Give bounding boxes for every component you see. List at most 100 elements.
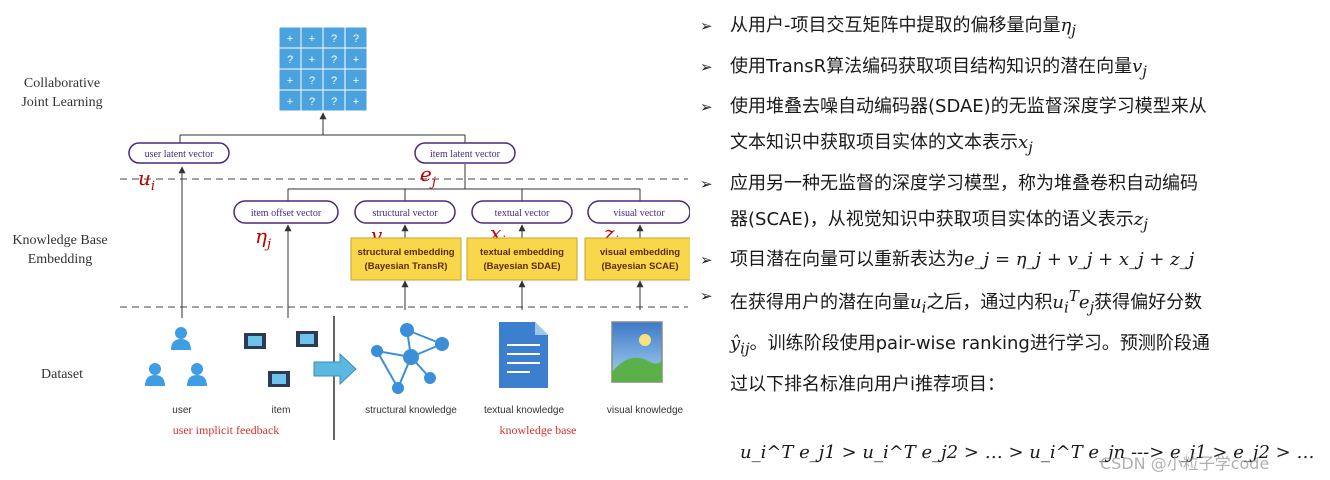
bullet-text: 从用户-项目交互矩阵中提取的偏移量向量 [730, 15, 1061, 36]
bullet-math: xj [1018, 132, 1033, 157]
matrix-cell-symbol: + [309, 54, 315, 66]
matrix-cell-symbol: ? [309, 75, 315, 87]
matrix-cell-symbol: ? [287, 54, 293, 66]
structural-vector: structural vector [354, 200, 456, 224]
math-eta-j: ηj [255, 224, 271, 252]
bullet-arrow-icon: ➢ [700, 287, 713, 306]
document-icon [499, 322, 548, 388]
matrix-cell-symbol: + [287, 96, 293, 108]
structural-vector-label: structural vector [372, 208, 438, 219]
recommendation-framework-diagram: Collaborative Joint Learning Knowledge B… [12, 26, 690, 440]
flow-arrow-icon [313, 352, 357, 386]
bullet-equation: e_j = η_j + v_j + x_j + z_j [964, 249, 1195, 271]
structural-embedding-line2: (Bayesian TransR) [365, 261, 448, 272]
layer-collab-line1: Collaborative [24, 76, 100, 91]
matrix-cell-symbol: + [353, 54, 359, 66]
bullet-arrow-icon: ➢ [700, 251, 713, 270]
textual-embedding-line1: textual embedding [480, 247, 564, 258]
bullet-text: 使用TransR算法编码获取项目结构知识的潜在向量 [730, 55, 1133, 77]
user-caption: user [172, 405, 192, 416]
bullet-arrow-icon: ➢ [700, 57, 713, 76]
watermark: CSDN @小粒子学code [1100, 454, 1270, 473]
bullet-text: 应用另一种无监督的深度学习模型，称为堆叠卷积自动编码 [730, 172, 1198, 194]
math-e-j: ej [420, 162, 436, 190]
film-icon [268, 371, 290, 387]
landscape-image-icon [611, 321, 663, 383]
bullet-visual-representation: ➢ 应用另一种无监督的深度学习模型，称为堆叠卷积自动编码 器(SCAE)，从视觉… [700, 166, 1325, 243]
bullet-arrow-icon: ➢ [700, 174, 713, 193]
item-icon-group [244, 331, 318, 387]
knowledge-base-group-label: knowledge base [500, 423, 577, 437]
top-connectors [178, 112, 644, 318]
matrix-cell-symbol: + [353, 96, 359, 108]
film-icon [244, 333, 266, 349]
layer-collab-line2: Joint Learning [21, 95, 102, 110]
visual-vector: visual vector [587, 200, 690, 224]
bullet-arrow-icon: ➢ [700, 17, 713, 35]
textual-vector: textual vector [471, 200, 573, 224]
bullet-arrow-icon: ➢ [700, 98, 713, 117]
matrix-cell-symbol: ? [331, 75, 337, 87]
item-latent-vector-label: item latent vector [430, 149, 501, 160]
bullet-text: 过以下排名标准向用户i推荐项目： [730, 373, 1005, 395]
item-offset-vector: item offset vector [233, 200, 339, 224]
structural-knowledge-caption: structural knowledge [365, 405, 457, 416]
bullet-math: ηj [1060, 15, 1076, 40]
bullet-text: 获得偏好分数 [1094, 292, 1203, 314]
bullet-math-inner: uiTej [1052, 287, 1095, 317]
bullet-latent-equation: ➢ 项目潜在向量可以重新表达为e_j = η_j + v_j + x_j + z… [700, 242, 1325, 278]
layer-kb-line2: Embedding [28, 252, 93, 267]
bullet-training-prediction: ➢ 在获得用户的潜在向量ui之后，通过内积uiTej获得偏好分数 ŷij。训练阶… [700, 278, 1325, 402]
bullet-structural-vector: ➢ 使用TransR算法编码获取项目结构知识的潜在向量vj [700, 49, 1325, 90]
user-latent-vector: user latent vector [128, 142, 230, 164]
bullet-text: 训练阶段使用pair-wise ranking进行学习。预测阶段通 [767, 332, 1210, 354]
bullet-textual-representation: ➢ 使用堆叠去噪自动编码器(SDAE)的无监督深度学习模型来从 文本知识中获取项… [700, 89, 1325, 166]
layer-label-dataset: Dataset [41, 367, 83, 382]
matrix-cell-symbol: ? [309, 96, 315, 108]
textual-embedding-box: textual embedding (Bayesian SDAE) [466, 237, 578, 281]
bullet-text: 在获得用户的潜在向量 [730, 292, 910, 314]
structural-embedding-box: structural embedding (Bayesian TransR) [350, 237, 462, 281]
matrix-cell-symbol: ? [331, 33, 337, 45]
film-icon [296, 331, 318, 347]
layer-label-knowledge-base: Knowledge Base Embedding [12, 233, 107, 267]
feedback-group-label: user implicit feedback [173, 423, 280, 437]
textual-knowledge-caption: textual knowledge [484, 405, 564, 416]
bullet-offset-vector: ➢ 从用户-项目交互矩阵中提取的偏移量向量ηj [700, 8, 1325, 49]
bullet-math-yhat: ŷij [730, 332, 750, 358]
bullet-text: 使用堆叠去噪自动编码器(SDAE)的无监督深度学习模型来从 [730, 96, 1207, 118]
rating-matrix: + +??? +? + +?? + +?? + [278, 26, 368, 112]
matrix-cell-symbol: ? [353, 33, 359, 45]
user-latent-vector-label: user latent vector [145, 149, 215, 160]
visual-embedding-line2: (Bayesian SCAE) [601, 261, 678, 272]
bullet-math: zj [1133, 208, 1148, 234]
bullet-text: 项目潜在向量可以重新表达为 [730, 249, 964, 271]
matrix-cell [344, 89, 368, 112]
layer-kb-line1: Knowledge Base [12, 233, 107, 248]
bullet-math: vj [1132, 55, 1147, 81]
bullet-text: 器(SCAE)，从视觉知识中获取项目实体的语义表示 [730, 208, 1134, 230]
layer-label-collaborative: Collaborative Joint Learning [21, 76, 102, 110]
visual-knowledge-caption: visual knowledge [607, 405, 684, 416]
visual-embedding-line1: visual embedding [600, 247, 680, 258]
user-icon [171, 327, 191, 350]
matrix-cell-symbol: + [287, 75, 293, 87]
textual-embedding-line2: (Bayesian SDAE) [483, 261, 560, 272]
math-u-i: ui [138, 166, 155, 194]
bullet-list: ➢ 从用户-项目交互矩阵中提取的偏移量向量ηj ➢ 使用TransR算法编码获取… [700, 8, 1325, 403]
matrix-cell-symbol: + [287, 33, 293, 45]
knowledge-graph-icon [371, 323, 449, 394]
matrix-cell-symbol: ? [331, 96, 337, 108]
visual-vector-label: visual vector [613, 208, 665, 219]
matrix-cell-symbol: + [309, 33, 315, 45]
matrix-cell-symbol: + [353, 75, 359, 87]
visual-embedding-box: visual embedding (Bayesian SCAE) [584, 237, 690, 281]
bullet-text: 之后，通过内积 [926, 292, 1053, 314]
matrix-cell-symbol: ? [331, 54, 337, 66]
ranking-formula: u_i^T e_j1 > u_i^T e_j2 > … > u_i^T e_jn… [740, 442, 1315, 463]
bullet-text: 文本知识中获取项目实体的文本表示 [730, 132, 1018, 154]
user-icon-group [145, 327, 207, 386]
user-icon [145, 363, 165, 386]
textual-vector-label: textual vector [495, 208, 550, 219]
item-caption: item [272, 405, 291, 416]
